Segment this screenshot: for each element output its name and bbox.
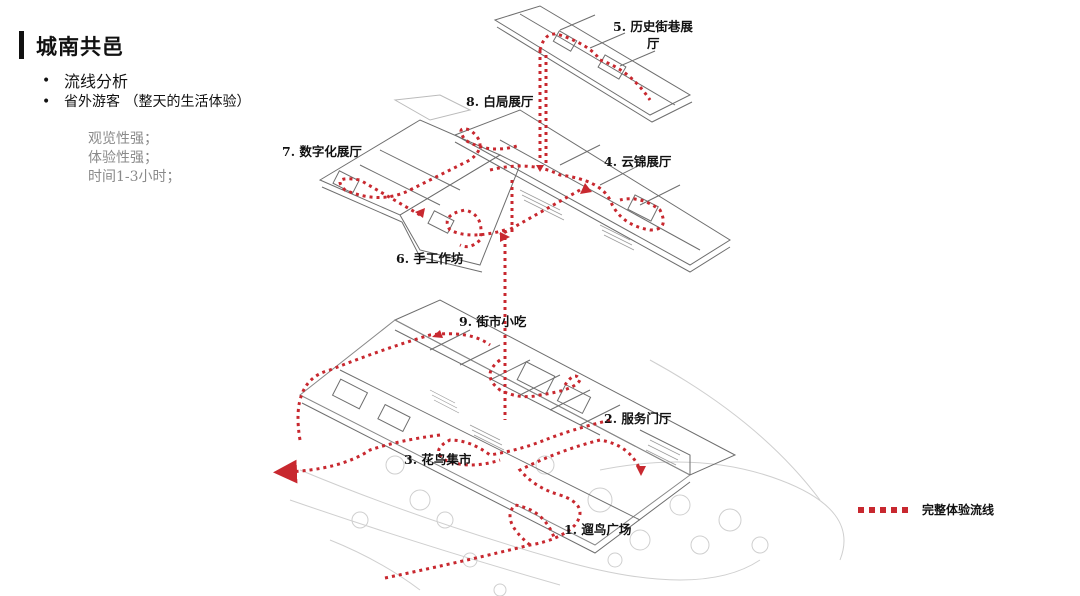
flow-segment-2-to-3 bbox=[437, 418, 611, 467]
arrow-head-icon bbox=[636, 466, 646, 476]
label-9-street-snacks: 9. 街市小吃 bbox=[459, 314, 527, 329]
label-4-yunjin-hall: 4. 云锦展厅 bbox=[604, 154, 672, 169]
top-floor-building bbox=[493, 5, 693, 123]
bullet-dot-icon: • bbox=[42, 94, 51, 110]
flow-segment-1-loop bbox=[508, 503, 557, 547]
label-1-bird-plaza: 1. 遛鸟广场 bbox=[564, 522, 631, 537]
bullet-list: • 流线分析 • 省外游客 （整天的生活体验） bbox=[42, 71, 250, 113]
flow-arrowheads bbox=[415, 165, 646, 476]
bullet-item: • 流线分析 bbox=[42, 71, 250, 92]
label-6-handcraft-workshop: 6. 手工作坊 bbox=[396, 251, 464, 266]
flow-segment-3-to-9 bbox=[296, 332, 491, 441]
upper-floor-hatching bbox=[519, 189, 635, 251]
label-3-flower-bird-market: 3. 花鸟集市 bbox=[404, 452, 472, 467]
flow-segment-4-to-6 bbox=[499, 188, 581, 237]
legend-label: 完整体验流线 bbox=[922, 503, 995, 517]
flow-segment-9-loop bbox=[488, 358, 582, 399]
upper-floor-building bbox=[318, 94, 731, 273]
site-ground-plan bbox=[289, 359, 845, 596]
arrow-head-icon bbox=[415, 208, 425, 218]
ground-floor-building bbox=[299, 299, 737, 554]
title-bar-accent bbox=[19, 31, 24, 59]
label-8-baiju-hall: 8. 白局展厅 bbox=[466, 94, 534, 109]
note-item: 时间1-3小时； bbox=[88, 169, 181, 185]
ground-floor-hatching bbox=[429, 389, 681, 466]
bullet-text: 省外游客 （整天的生活体验） bbox=[64, 94, 251, 110]
legend-dotted-line-icon bbox=[858, 506, 908, 513]
flow-segment-5 bbox=[538, 32, 652, 101]
bullet-text: 流线分析 bbox=[64, 72, 129, 91]
flow-segment-6-to-7 bbox=[445, 208, 506, 249]
notes-list: 观览性强； 体验性强； 时间1-3小时； bbox=[88, 130, 181, 187]
bullet-dot-icon: • bbox=[42, 73, 51, 89]
flow-segment-exit bbox=[273, 433, 441, 484]
arrow-head-icon bbox=[500, 232, 510, 242]
bullet-item: • 省外游客 （整天的生活体验） bbox=[42, 92, 250, 113]
arrow-head-icon bbox=[432, 330, 443, 338]
legend: 完整体验流线 bbox=[858, 501, 994, 518]
label-5-history-street-hall-cont: 厅 bbox=[647, 36, 660, 51]
flow-segment-7 bbox=[338, 127, 521, 217]
page-title: 城南共邑 bbox=[36, 34, 124, 59]
note-item: 观览性强； bbox=[88, 131, 158, 147]
label-7-digital-hall: 7. 数字化展厅 bbox=[282, 144, 362, 159]
arrow-head-icon bbox=[580, 183, 592, 194]
experience-flow-path bbox=[273, 32, 665, 580]
label-5-history-street-hall: 5. 历史街巷展 bbox=[613, 19, 693, 34]
note-item: 体验性强； bbox=[88, 150, 158, 166]
flow-segment-1-to-2 bbox=[384, 438, 642, 580]
arrow-head-icon bbox=[536, 165, 544, 172]
label-2-service-lobby: 2. 服务门厅 bbox=[604, 411, 672, 426]
